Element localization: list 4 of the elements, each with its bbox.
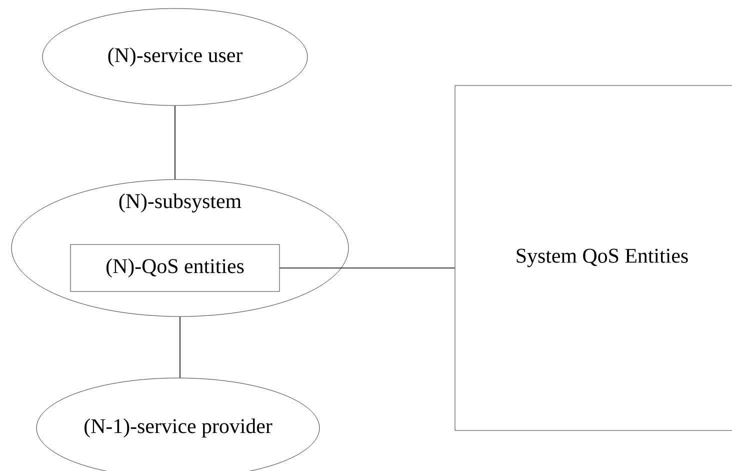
inner-box: (N)-QoS entities xyxy=(70,244,280,292)
connector-line xyxy=(174,105,176,180)
ellipse-node: (N)-service user xyxy=(42,8,308,106)
system-box: System QoS Entities xyxy=(454,85,732,431)
